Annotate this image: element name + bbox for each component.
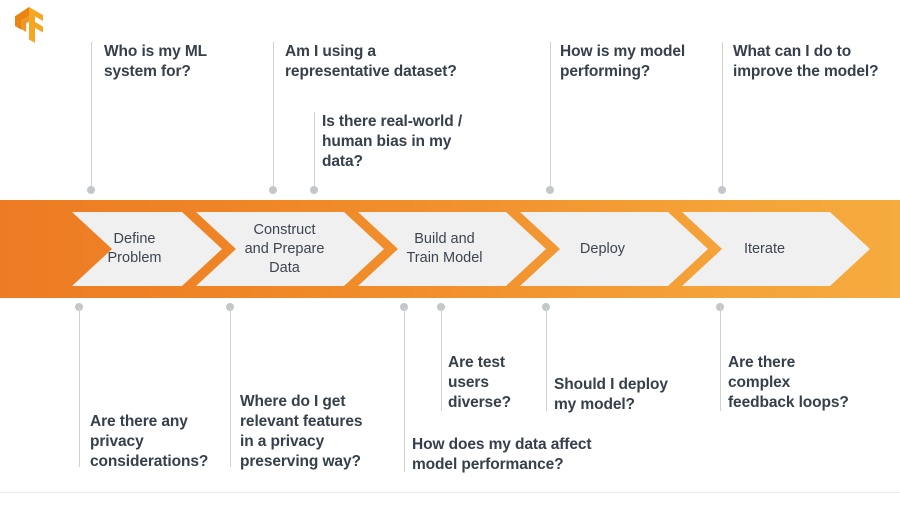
connector-dot-top-1 <box>87 186 95 194</box>
step-label-deploy: Deploy <box>579 241 626 257</box>
question-are-test-users-diverse: Are test users diverse? <box>448 354 511 411</box>
connector-dot-top-5 <box>718 186 726 194</box>
connector-line-bottom-3 <box>404 307 405 472</box>
question-how-is-my-model-performing: How is my model performing? <box>560 43 686 80</box>
question-should-i-deploy-my-model: Should I deploy my model? <box>554 376 668 413</box>
step-label-iterate: Iterate <box>743 241 786 257</box>
connector-line-bottom-4 <box>441 307 442 411</box>
connector-line-bottom-5 <box>546 307 547 411</box>
connector-dot-top-4 <box>546 186 554 194</box>
step-label-define-problem: Define Problem <box>107 231 162 266</box>
chevron-shapes <box>72 212 870 286</box>
question-who-is-my-ml-system-for: Who is my ML system for? <box>104 43 207 80</box>
step-label-construct-prepare-data: Construct and Prepare Data <box>244 222 325 276</box>
connector-line-top-2 <box>273 42 274 190</box>
connector-line-top-3 <box>314 112 315 190</box>
question-improve-the-model: What can I do to improve the model? <box>733 43 879 80</box>
question-representative-dataset: Am I using a representative dataset? <box>285 43 457 80</box>
question-data-affect-model-performance: How does my data affect model performanc… <box>412 436 592 473</box>
question-real-world-human-bias: Is there real-world / human bias in my d… <box>322 113 463 170</box>
bottom-divider <box>0 492 900 493</box>
connector-line-top-5 <box>722 42 723 190</box>
question-relevant-features-privacy: Where do I get relevant features in a pr… <box>240 393 363 470</box>
lifecycle-banner: Define Problem Construct and Prepare Dat… <box>0 200 900 298</box>
connector-line-bottom-6 <box>720 307 721 411</box>
connector-dot-top-2 <box>269 186 277 194</box>
tensorflow-logo <box>13 7 45 43</box>
step-label-build-train-model: Build and Train Model <box>406 231 483 266</box>
connector-line-bottom-1 <box>79 307 80 467</box>
connector-line-top-1 <box>91 42 92 190</box>
question-privacy-considerations: Are there any privacy considerations? <box>90 413 209 470</box>
connector-line-bottom-2 <box>230 307 231 467</box>
connector-line-top-4 <box>550 42 551 190</box>
question-complex-feedback-loops: Are there complex feedback loops? <box>728 354 849 411</box>
connector-dot-top-3 <box>310 186 318 194</box>
